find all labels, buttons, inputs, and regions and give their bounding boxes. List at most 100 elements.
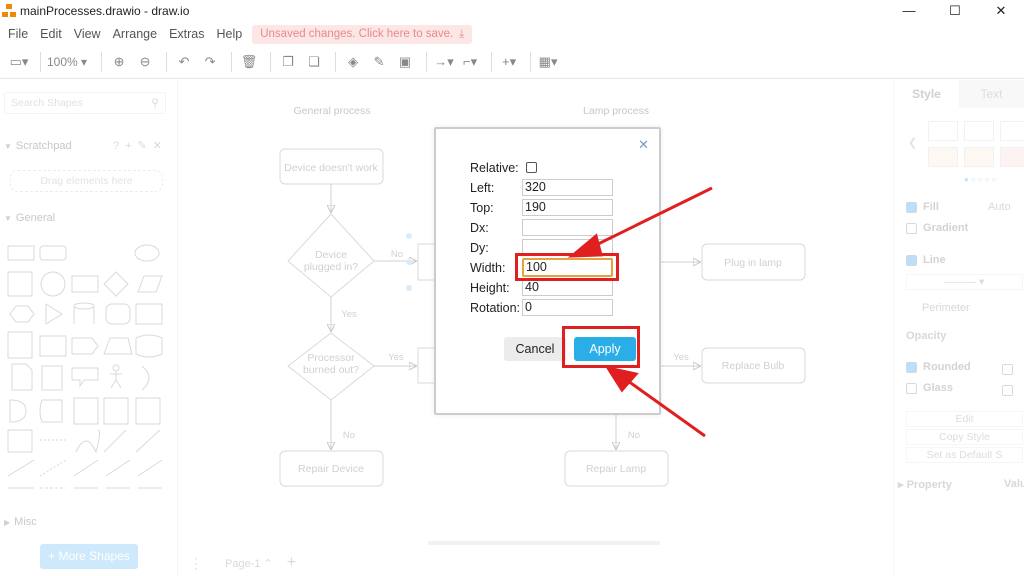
set-default-style-button[interactable]: Set as Default S xyxy=(906,447,1023,463)
relative-checkbox[interactable] xyxy=(526,162,537,173)
chevron-down-icon: ▼ xyxy=(4,142,12,151)
fill-option[interactable]: Fill xyxy=(906,201,939,213)
scratchpad-section[interactable]: ▼Scratchpad ?+✎✕ xyxy=(0,136,178,156)
top-input[interactable]: 190 xyxy=(522,199,613,216)
edge-label-no-2: No xyxy=(343,430,355,441)
left-input[interactable]: 320 xyxy=(522,179,613,196)
style-swatch[interactable] xyxy=(928,121,958,141)
line-style-select[interactable]: ——— ▾ xyxy=(906,274,1023,290)
search-icon[interactable]: ⚲ xyxy=(151,97,159,109)
more-shapes-button[interactable]: + More Shapes xyxy=(40,544,138,569)
checkbox-unchecked[interactable] xyxy=(1002,364,1013,375)
node-plug-in-lamp[interactable] xyxy=(701,243,806,281)
height-input[interactable]: 40 xyxy=(522,279,613,296)
menu-edit[interactable]: Edit xyxy=(40,27,62,41)
scratchpad-dropzone[interactable]: Drag elements here xyxy=(10,170,163,192)
toolbar-divider xyxy=(335,52,337,72)
general-section[interactable]: ▼General xyxy=(0,208,178,228)
scratchpad-actions[interactable]: ?+✎✕ xyxy=(113,140,168,152)
edge-label-yes-3: Yes xyxy=(673,352,689,363)
delete-icon[interactable]: 🗑 xyxy=(240,54,258,69)
checkbox-unchecked[interactable] xyxy=(906,222,917,234)
general-shapes-palette[interactable] xyxy=(6,240,166,480)
shapes-sidebar: Search Shapes ⚲ ▼Scratchpad ?+✎✕ Drag el… xyxy=(0,80,178,576)
style-swatch[interactable] xyxy=(1000,121,1024,141)
undo-icon[interactable]: ↶ xyxy=(178,54,190,69)
menu-arrange[interactable]: Arrange xyxy=(112,27,158,41)
table-icon[interactable]: ▦▾ xyxy=(538,54,558,69)
maximize-button[interactable]: ☐ xyxy=(949,3,961,18)
add-page-icon[interactable]: + xyxy=(286,554,297,571)
scratchpad-title: Scratchpad xyxy=(15,140,72,152)
horizontal-scrollbar[interactable] xyxy=(428,541,660,545)
page-menu-icon[interactable]: ⋮ xyxy=(189,554,203,571)
edge-shapes-row[interactable] xyxy=(6,482,166,494)
waypoints-icon[interactable]: ⌐▾ xyxy=(463,54,478,69)
style-swatch[interactable] xyxy=(964,147,994,167)
copy-style-button[interactable]: Copy Style xyxy=(906,429,1023,445)
gradient-option[interactable]: Gradient xyxy=(906,222,968,234)
zoom-out-icon[interactable]: ⊖ xyxy=(139,54,151,69)
apply-button[interactable]: Apply xyxy=(574,337,636,361)
fill-color-icon[interactable]: ◈ xyxy=(348,54,359,69)
checkbox-unchecked[interactable] xyxy=(906,382,917,394)
menu-file[interactable]: File xyxy=(8,27,29,41)
tab-text[interactable]: Text xyxy=(959,80,1024,108)
zoom-level: 100% xyxy=(47,55,78,69)
style-swatch[interactable] xyxy=(1000,147,1024,167)
edit-style-button[interactable]: Edit xyxy=(906,411,1023,427)
checkbox-checked[interactable] xyxy=(906,254,917,266)
page-tab[interactable]: Page-1 ⌃ xyxy=(225,557,273,570)
misc-section[interactable]: ▶Misc xyxy=(0,512,178,532)
toolbar-divider xyxy=(231,52,233,72)
zoom-dropdown[interactable]: 100% ▾ xyxy=(47,55,88,69)
opacity-label: Opacity xyxy=(906,330,947,342)
style-swatch[interactable] xyxy=(964,121,994,141)
rounded-option[interactable]: Rounded xyxy=(906,361,971,373)
height-label: Height: xyxy=(470,281,510,295)
general-title: General xyxy=(15,212,56,224)
zoom-in-icon[interactable]: ⊕ xyxy=(113,54,125,69)
connection-icon[interactable]: →▾ xyxy=(434,54,454,69)
toolbar-divider xyxy=(530,52,532,72)
label-device-plugged-in-1: Device xyxy=(315,249,347,261)
to-back-icon[interactable]: ❏ xyxy=(308,54,320,69)
menu-view[interactable]: View xyxy=(73,27,101,41)
dx-input[interactable] xyxy=(522,219,613,236)
label-processor-2: burned out? xyxy=(303,364,359,376)
search-shapes-input[interactable]: Search Shapes ⚲ xyxy=(4,92,166,114)
glass-option[interactable]: Glass xyxy=(906,382,953,394)
sidebar-toggle-icon[interactable]: ▭▾ xyxy=(9,54,29,69)
to-front-icon[interactable]: ❐ xyxy=(282,54,294,69)
search-placeholder: Search Shapes xyxy=(11,97,83,109)
node-replace-bulb[interactable] xyxy=(701,347,806,384)
minimize-button[interactable]: — xyxy=(902,3,916,18)
chevron-left-icon[interactable]: ❮ xyxy=(908,137,918,149)
width-input[interactable]: 100 xyxy=(522,258,613,277)
node-repair-device[interactable] xyxy=(279,450,384,487)
cancel-button[interactable]: Cancel xyxy=(504,337,566,361)
tab-style[interactable]: Style xyxy=(912,87,941,101)
insert-icon[interactable]: +▾ xyxy=(502,54,517,69)
label-repair-lamp: Repair Lamp xyxy=(586,463,646,475)
diagram[interactable]: General process Lamp process xyxy=(179,80,892,550)
menu-help[interactable]: Help xyxy=(216,27,243,41)
rotation-input[interactable]: 0 xyxy=(522,299,613,316)
redo-icon[interactable]: ↷ xyxy=(204,54,216,69)
unsaved-changes-button[interactable]: Unsaved changes. Click here to save. ⤓ xyxy=(252,24,473,44)
style-swatch[interactable] xyxy=(928,147,958,167)
close-icon[interactable]: ✕ xyxy=(638,137,649,152)
fill-value[interactable]: Auto xyxy=(988,201,1011,213)
shadow-icon[interactable]: ▣ xyxy=(398,54,412,69)
node-repair-lamp[interactable] xyxy=(564,450,669,487)
line-label: Line xyxy=(923,254,946,266)
line-color-icon[interactable]: ✎ xyxy=(373,54,385,69)
checkbox-unchecked[interactable] xyxy=(1002,385,1013,396)
swatch-pager-dots[interactable]: ●○○○○ xyxy=(964,175,999,184)
line-option[interactable]: Line xyxy=(906,254,946,266)
close-window-button[interactable]: ✕ xyxy=(995,3,1007,18)
checkbox-checked[interactable] xyxy=(906,201,917,213)
gradient-label: Gradient xyxy=(923,222,969,234)
checkbox-checked[interactable] xyxy=(906,361,917,373)
menu-extras[interactable]: Extras xyxy=(169,27,205,41)
